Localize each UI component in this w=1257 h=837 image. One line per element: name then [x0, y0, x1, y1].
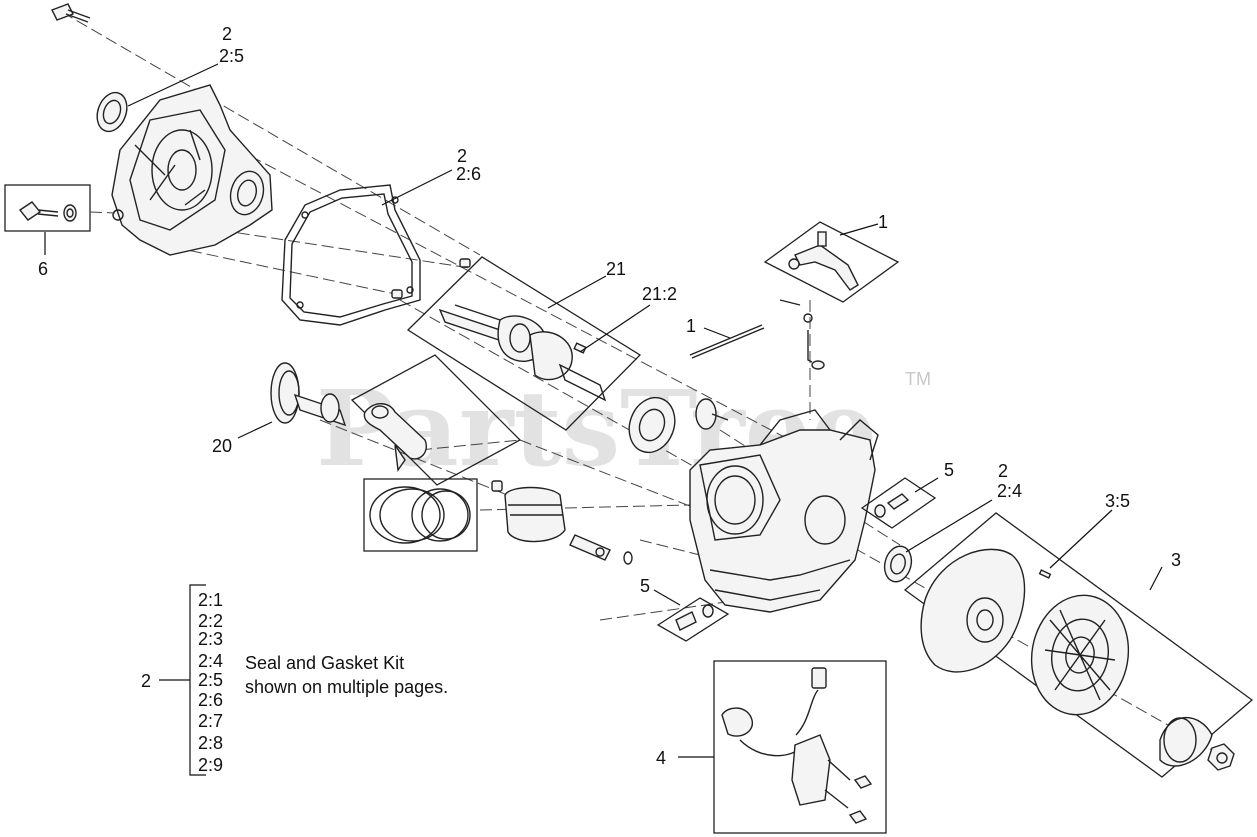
callout-5-right: 5: [944, 460, 954, 480]
oil-seal-2-4: [883, 545, 913, 583]
callout-3-5: 3:5: [1105, 491, 1130, 511]
oil-seal-2-5: [96, 91, 128, 133]
leader-lines: [44, 63, 1163, 758]
callout-21: 21: [606, 259, 626, 279]
callout-2-6: 2:6: [456, 164, 481, 184]
kit-item: 2:3: [198, 629, 223, 649]
callout-5-bottom: 5: [640, 576, 650, 596]
callout-6: 6: [38, 259, 48, 279]
seal-gasket-kit-legend: 2 2:1 2:2 2:3 2:4 2:5 2:6 2:7 2:8 2:9 Se…: [141, 584, 448, 776]
crankshaft-box: [406, 256, 642, 431]
dowel-pins: [391, 258, 471, 299]
camshaft: [270, 362, 347, 427]
piston: [491, 480, 633, 565]
callout-2-right: 2: [998, 461, 1008, 481]
kit-item: 2:9: [198, 755, 223, 775]
fastener-box-bottom: [656, 597, 730, 642]
crank-bearing: [628, 396, 676, 454]
callout-21-2: 21:2: [642, 284, 677, 304]
governor-arm-box: [763, 221, 900, 303]
governor-gear: [695, 398, 729, 430]
callout-1-mid: 1: [686, 316, 696, 336]
callout-4: 4: [656, 748, 666, 768]
callout-labels: 2 2:5 2 2:6 6 1 21 21:2 1 20 5 2 2:4 3:5…: [38, 24, 1181, 768]
crankcase-block: [689, 409, 879, 613]
kit-item: 2:4: [198, 651, 223, 671]
kit-item: 2:6: [198, 690, 223, 710]
governor-linkage: [689, 299, 825, 370]
connecting-rod-box: [350, 354, 522, 486]
piston-rings-box: [363, 478, 478, 552]
fastener-box-right: [860, 477, 937, 529]
flywheel-box: [903, 512, 1254, 778]
callout-3: 3: [1171, 550, 1181, 570]
callout-2-4: 2:4: [997, 481, 1022, 501]
drain-plug-box: [4, 184, 91, 232]
main-bearing-cover: [229, 170, 265, 216]
watermark-trademark: TM: [905, 369, 931, 389]
kit-parent-number: 2: [141, 671, 151, 691]
kit-note-line-1: Seal and Gasket Kit: [245, 653, 404, 673]
kit-note-line-2: shown on multiple pages.: [245, 677, 448, 697]
callout-1-top: 1: [878, 212, 888, 232]
kit-item: 2:8: [198, 733, 223, 753]
crankcase-gasket-2-6: [281, 184, 421, 326]
callout-2-5: 2:5: [219, 46, 244, 66]
ignition-coil-box: [713, 660, 887, 834]
kit-item: 2:1: [198, 590, 223, 610]
kit-item: 2:5: [198, 670, 223, 690]
crankcase-cover-bolt: [51, 3, 91, 23]
crankcase-cover: [111, 84, 273, 256]
callout-2-mid: 2: [457, 146, 467, 166]
callout-2-top: 2: [222, 24, 232, 44]
kit-item: 2:2: [198, 611, 223, 631]
callout-20: 20: [212, 436, 232, 456]
kit-item: 2:7: [198, 711, 223, 731]
